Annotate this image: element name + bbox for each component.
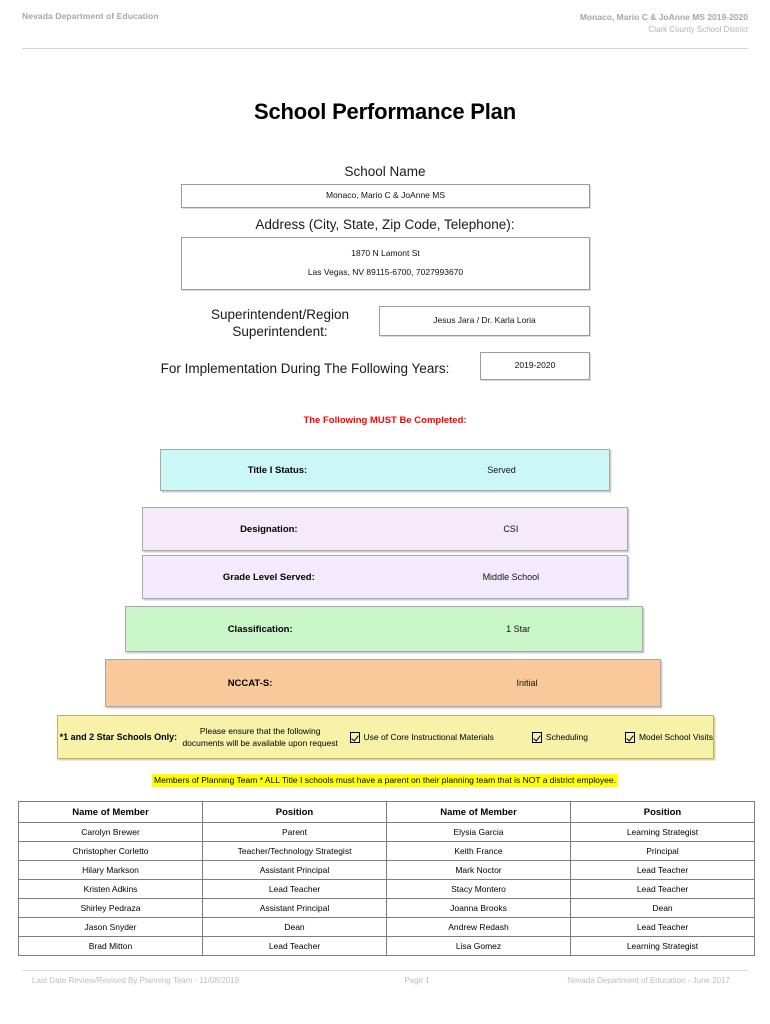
table-row: Hilary Markson Assistant Principal Mark … [18, 860, 755, 880]
header-district: Clark County School District [648, 25, 748, 35]
member-position[interactable]: Parent [202, 822, 387, 842]
table-row: Carolyn Brewer Parent Elysia Garcia Lear… [18, 822, 755, 842]
column-header-name-2: Name of Member [386, 801, 571, 823]
column-header-name-1: Name of Member [18, 801, 203, 823]
planning-team-table: Name of Member Position Name of Member P… [18, 801, 755, 956]
implementation-years-label: For Implementation During The Following … [160, 361, 450, 376]
checkbox-scheduling-label: Scheduling [545, 732, 588, 742]
status-bar-classification-value: 1 Star [506, 624, 531, 634]
school-name-field[interactable]: Monaco, Mario C & JoAnne MS [181, 184, 590, 208]
member-position[interactable]: Principal [570, 841, 755, 861]
member-position[interactable]: Learning Strategist [570, 936, 755, 956]
header-divider [22, 48, 748, 49]
page-footer: Last Date Review/Revised By Planning Tea… [0, 976, 770, 985]
footer-revision-date: Last Date Review/Revised By Planning Tea… [32, 976, 239, 985]
status-bar-nccat-s-label: NCCAT-S: [227, 677, 273, 689]
address-line-1: 1870 N Lamont St [351, 248, 420, 259]
member-name[interactable]: Kristen Adkins [18, 879, 203, 899]
address-line-2: Las Vegas, NV 89115-6700, 7027993670 [307, 267, 464, 277]
status-bar-designation[interactable]: Designation: CSI [142, 507, 628, 551]
planning-team-note-wrap: Members of Planning Team * ALL Title I s… [0, 770, 770, 788]
column-header-position-2: Position [570, 801, 755, 823]
checkbox-core-instructional-materials[interactable]: Use of Core Instructional Materials [349, 731, 494, 743]
checkbox-model-school-visits[interactable]: Model School Visits [624, 731, 713, 743]
table-row: Kristen Adkins Lead Teacher Stacy Monter… [18, 879, 755, 899]
member-name[interactable]: Shirley Pedraza [18, 898, 203, 918]
member-position[interactable]: Assistant Principal [202, 860, 387, 880]
header-agency-name: Nevada Department of Education [22, 11, 159, 21]
status-bar-grade-level-value: Middle School [482, 572, 540, 582]
member-position[interactable]: Dean [570, 898, 755, 918]
member-position[interactable]: Lead Teacher [570, 879, 755, 899]
member-position[interactable]: Dean [202, 917, 387, 937]
member-position[interactable]: Teacher/Technology Strategist [202, 841, 387, 861]
table-row: Brad Mitton Lead Teacher Lisa Gomez Lear… [18, 936, 755, 956]
page-header: Nevada Department of Education Monaco, M… [0, 0, 770, 37]
member-position[interactable]: Lead Teacher [570, 860, 755, 880]
superintendent-field[interactable]: Jesus Jara / Dr. Karla Loria [379, 306, 590, 336]
school-name-label: School Name [344, 164, 426, 179]
star-schools-note-line-2: documents will be available upon request [182, 738, 338, 748]
header-school-info: Monaco, Mario C & JoAnne MS 2019-2020 Cl… [580, 11, 748, 37]
checkmark-icon[interactable] [349, 731, 360, 743]
status-bar-grade-level-label: Grade Level Served: [222, 571, 315, 583]
checkbox-model-school-visits-label: Model School Visits [638, 732, 713, 742]
member-name[interactable]: Lisa Gomez [386, 936, 571, 956]
member-name[interactable]: Hilary Markson [18, 860, 203, 880]
member-position[interactable]: Assistant Principal [202, 898, 387, 918]
star-schools-band: *1 and 2 Star Schools Only: Please ensur… [57, 715, 714, 759]
required-notice: The Following MUST Be Completed: [303, 415, 467, 426]
planning-team-note: Members of Planning Team * ALL Title I s… [152, 774, 618, 788]
status-bar-nccat-s-value: Initial [516, 678, 538, 688]
member-name[interactable]: Keith France [386, 841, 571, 861]
table-row: Shirley Pedraza Assistant Principal Joan… [18, 898, 755, 918]
member-name[interactable]: Andrew Redash [386, 917, 571, 937]
member-position[interactable]: Lead Teacher [570, 917, 755, 937]
star-schools-note-line-1: Please ensure that the following [199, 725, 321, 736]
checkbox-scheduling[interactable]: Scheduling [531, 731, 588, 743]
checkmark-icon[interactable] [531, 731, 542, 743]
member-name[interactable]: Joanna Brooks [386, 898, 571, 918]
status-bar-title-i[interactable]: Title I Status: Served [160, 449, 610, 491]
implementation-years-value: 2019-2020 [514, 360, 556, 371]
column-header-position-1: Position [202, 801, 387, 823]
status-bar-designation-label: Designation: [240, 523, 298, 535]
status-bar-title-i-label: Title I Status: [247, 464, 308, 476]
school-name-value: Monaco, Mario C & JoAnne MS [325, 190, 446, 201]
member-name[interactable]: Jason Snyder [18, 917, 203, 937]
member-position[interactable]: Learning Strategist [570, 822, 755, 842]
address-label: Address (City, State, Zip Code, Telephon… [255, 217, 515, 232]
member-name[interactable]: Stacy Montero [386, 879, 571, 899]
header-school-year: Monaco, Mario C & JoAnne MS 2019-2020 [579, 12, 748, 22]
member-name[interactable]: Christopher Corletto [18, 841, 203, 861]
footer-source: Nevada Department of Education - June 20… [567, 976, 730, 985]
address-field[interactable]: 1870 N Lamont St Las Vegas, NV 89115-670… [181, 237, 590, 290]
table-row: Christopher Corletto Teacher/Technology … [18, 841, 755, 861]
table-header-row: Name of Member Position Name of Member P… [18, 801, 755, 823]
table-body: Carolyn Brewer Parent Elysia Garcia Lear… [18, 822, 755, 956]
member-name[interactable]: Carolyn Brewer [18, 822, 203, 842]
status-bar-designation-value: CSI [503, 524, 519, 534]
star-schools-note: Please ensure that the following documen… [179, 725, 342, 750]
checkbox-core-instructional-materials-label: Use of Core Instructional Materials [363, 732, 494, 742]
member-name[interactable]: Brad Mitton [18, 936, 203, 956]
status-bar-grade-level[interactable]: Grade Level Served: Middle School [142, 555, 628, 599]
status-bar-classification-label: Classification: [227, 623, 293, 635]
table-row: Jason Snyder Dean Andrew Redash Lead Tea… [18, 917, 755, 937]
star-schools-title: *1 and 2 Star Schools Only: [59, 732, 178, 742]
footer-page-number: Page 1 [404, 976, 430, 985]
page-title: School Performance Plan [254, 99, 516, 124]
member-name[interactable]: Elysia Garcia [386, 822, 571, 842]
footer-divider [22, 970, 748, 971]
implementation-years-field[interactable]: 2019-2020 [480, 352, 590, 380]
status-bar-title-i-value: Served [487, 465, 516, 475]
member-position[interactable]: Lead Teacher [202, 936, 387, 956]
member-name[interactable]: Mark Noctor [386, 860, 571, 880]
checkmark-icon[interactable] [624, 731, 635, 743]
superintendent-label: Superintendent/Region Superintendent: [210, 307, 350, 340]
status-bar-classification[interactable]: Classification: 1 Star [125, 606, 643, 652]
member-position[interactable]: Lead Teacher [202, 879, 387, 899]
superintendent-value: Jesus Jara / Dr. Karla Loria [433, 315, 536, 326]
status-bar-nccat-s[interactable]: NCCAT-S: Initial [105, 659, 661, 707]
